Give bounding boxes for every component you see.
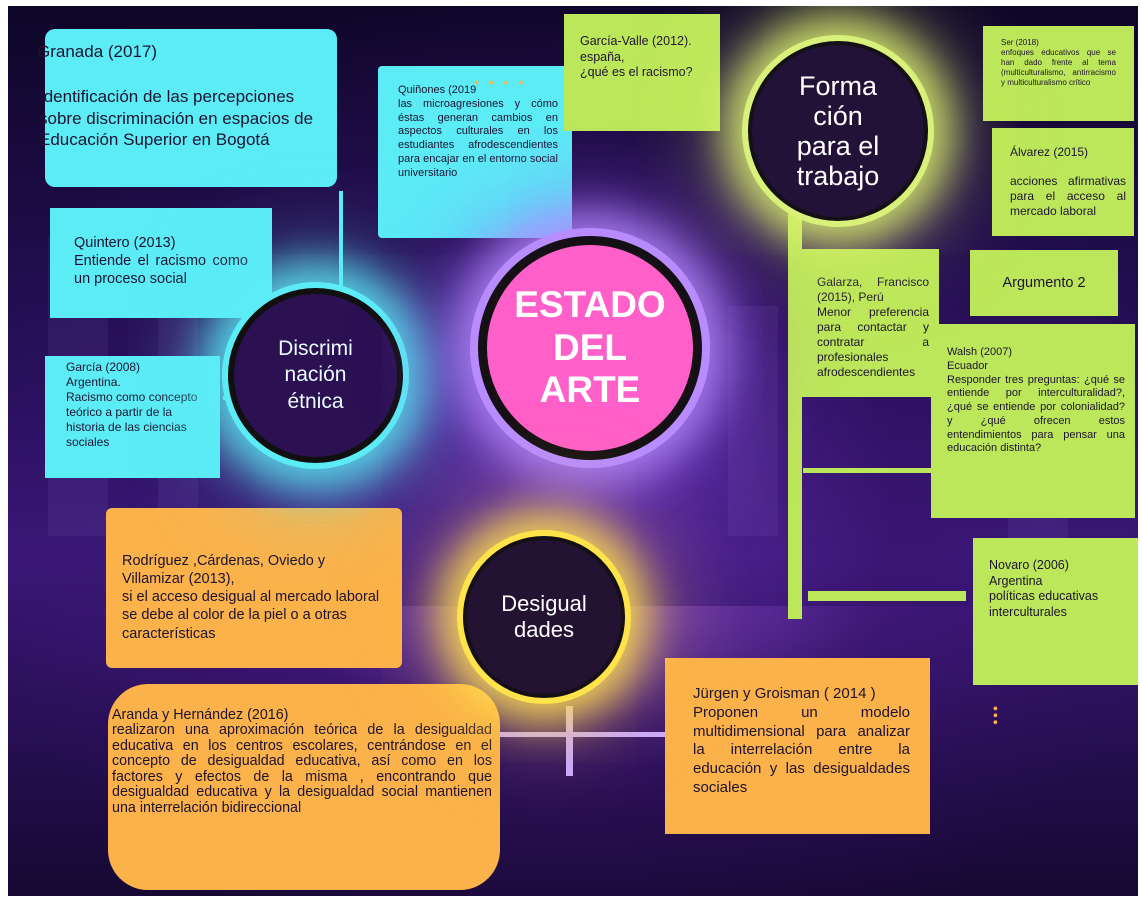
box-quintero-text: Entiende el racismo como un proceso soci…	[74, 253, 248, 288]
box-novaro-title: Novaro (2006)	[989, 558, 1069, 572]
box-alvarez-text: acciones afirmativas para el acceso al m…	[1010, 174, 1126, 218]
box-ser-2018-text: enfoques educativos que se han dado fren…	[1001, 48, 1116, 87]
node-discriminacion-etnica: Discrimi nación étnica	[228, 288, 403, 463]
node-estado-line: ARTE	[539, 369, 641, 411]
box-garcia-2008: García (2008) Argentina. Racismo como co…	[45, 356, 220, 478]
box-walsh: Walsh (2007) Ecuador Responder tres preg…	[931, 324, 1135, 518]
box-garcia-2008-title: García (2008)	[66, 360, 141, 374]
box-garcia-valle: García-Valle (2012). españa, ¿qué es el …	[564, 14, 720, 131]
node-desigualdades: Desigual dades	[463, 536, 625, 698]
connector-line	[498, 732, 666, 737]
connector-line	[339, 191, 343, 301]
box-garcia-2008-country: Argentina.	[66, 375, 121, 389]
node-formacion-line: trabajo	[796, 161, 880, 192]
node-estado-line: DEL	[553, 326, 627, 368]
box-ser-2018-title: Ser (2018)	[1001, 38, 1039, 47]
box-walsh-title: Walsh (2007)	[947, 346, 1013, 358]
box-alvarez-title: Álvarez (2015)	[1010, 145, 1089, 159]
node-formacion-line: para el	[796, 131, 880, 161]
box-rodriguez-title: Rodríguez ,Cárdenas, Oviedo y Villamizar…	[122, 553, 326, 588]
box-quinones: Quiñones (2019 las microagresiones y cóm…	[378, 66, 572, 238]
box-alvarez: Álvarez (2015) acciones afirmativas para…	[992, 128, 1134, 236]
node-discriminacion-line: Discrimi	[278, 337, 353, 361]
box-rodriguez-text: si el acceso desigual al mercado laboral…	[122, 589, 380, 642]
box-garcia-valle-country: españa,	[580, 49, 625, 64]
box-novaro: Novaro (2006) Argentina políticas educat…	[973, 538, 1138, 685]
box-granada: Granada (2017) Identificación de las per…	[37, 29, 337, 187]
connector-line	[803, 468, 933, 473]
box-aranda-text: realizaron una aproximación teórica de l…	[112, 722, 492, 816]
node-discriminacion-line: étnica	[287, 389, 344, 413]
box-jurgen: Jürgen y Groisman ( 2014 ) Proponen un m…	[665, 658, 930, 834]
node-formacion-line: Forma	[798, 70, 877, 101]
node-discriminacion-line: nación	[284, 363, 347, 387]
box-argumento-2-text: Argumento 2	[1002, 274, 1086, 291]
decorative-dots: •••	[988, 706, 1004, 727]
box-ser-2018: Ser (2018) enfoques educativos que se ha…	[983, 26, 1134, 121]
node-desigualdades-line: Desigual	[501, 590, 587, 616]
box-granada-text: Identificación de las percepciones sobre…	[39, 87, 314, 149]
box-galarza-text: Menor preferencia para contactar y contr…	[817, 305, 929, 379]
box-garcia-2008-text: Racismo como concepto teórico a partir d…	[66, 390, 198, 449]
box-argumento-2: Argumento 2	[970, 250, 1118, 316]
box-garcia-valle-text: ¿qué es el racismo?	[580, 65, 693, 80]
box-quinones-text: las microagresiones y cómo éstas generan…	[398, 97, 558, 179]
box-jurgen-title: Jürgen y Groisman ( 2014 )	[693, 685, 876, 702]
box-rodriguez: Rodríguez ,Cárdenas, Oviedo y Villamizar…	[106, 508, 402, 668]
decorative-dots: • • • •	[474, 74, 527, 90]
box-quinones-title: Quiñones (2019	[398, 84, 477, 96]
box-granada-title: Granada (2017)	[37, 42, 158, 61]
box-quintero-title: Quintero (2013)	[74, 235, 176, 251]
box-novaro-text: políticas educativas interculturales	[989, 589, 1099, 619]
box-quintero: Quintero (2013) Entiende el racismo como…	[50, 208, 272, 318]
box-walsh-text: Responder tres preguntas: ¿qué se entien…	[947, 373, 1125, 455]
box-walsh-country: Ecuador	[947, 359, 988, 372]
node-estado-line: ESTADO	[514, 284, 666, 326]
connector-line	[788, 211, 802, 619]
mind-map-canvas: Granada (2017) Identificación de las per…	[8, 6, 1138, 896]
node-estado-del-arte: ESTADO DEL ARTE	[478, 236, 702, 460]
connector-line	[566, 706, 573, 776]
box-galarza: Galarza, Francisco (2015), Perú Menor pr…	[801, 249, 939, 397]
box-garcia-valle-title: García-Valle (2012).	[580, 34, 692, 48]
connector-line	[808, 591, 966, 601]
box-galarza-title: Galarza, Francisco (2015), Perú	[817, 275, 929, 304]
node-formacion-para-el-trabajo: Forma ción para el trabajo	[748, 41, 928, 221]
box-aranda: Aranda y Hernández (2016) realizaron una…	[108, 684, 500, 890]
box-jurgen-text: Proponen un modelo multidimensional para…	[693, 703, 910, 796]
box-aranda-title: Aranda y Hernández (2016)	[112, 707, 289, 723]
background-rack	[728, 306, 778, 536]
node-desigualdades-line: dades	[514, 617, 574, 642]
node-formacion-line: ción	[813, 100, 863, 131]
box-novaro-country: Argentina	[989, 573, 1043, 588]
